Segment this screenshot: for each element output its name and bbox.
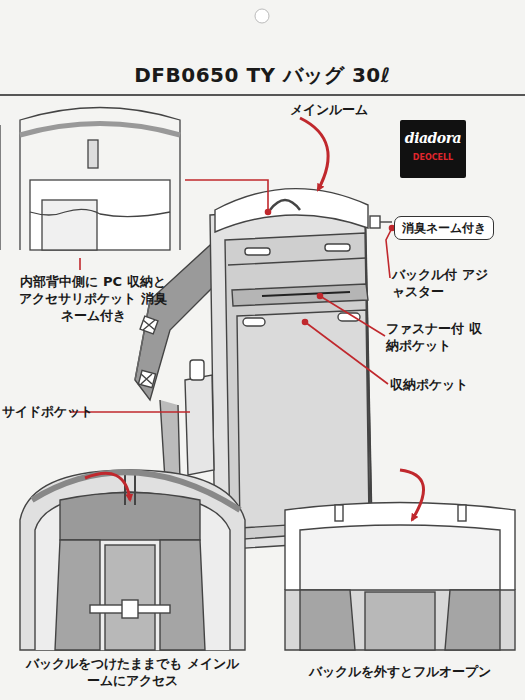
diagram-title: DFB0650 TY バッグ 30ℓ bbox=[0, 62, 525, 89]
callout-label: メインルーム bbox=[290, 101, 400, 118]
callout-label: バックルを外すとフルオープン bbox=[280, 663, 520, 680]
badge-text: 消臭ネーム付き bbox=[395, 220, 493, 236]
callout-label: バックルをつけたままでも メインルームにアクセス bbox=[20, 655, 245, 689]
brand-logo: diadora bbox=[400, 130, 466, 146]
callout-label: 収納ポケット bbox=[390, 376, 500, 393]
callout-label: 内部背中側に PC 収納と アクセサリポケット 消臭ネーム付き bbox=[18, 273, 168, 324]
callout-label: サイドポケット bbox=[2, 403, 112, 420]
callout-label: ファスナー付 収納ポケット bbox=[386, 320, 486, 354]
callout-label: バックル付 アジャスター bbox=[392, 266, 492, 300]
brand-sub: DEOCELL bbox=[400, 153, 466, 162]
feature-badge: 消臭ネーム付き bbox=[394, 216, 494, 240]
brand-tag: diadoraDEOCELL bbox=[400, 120, 466, 178]
